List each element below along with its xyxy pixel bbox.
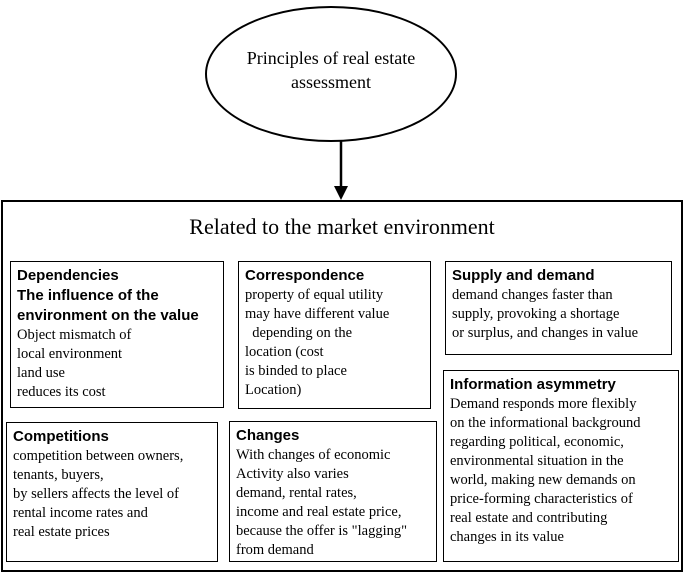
box-text: real estate and contributing: [450, 510, 608, 526]
principles-node-label: Principles of real estate assessment: [205, 46, 457, 94]
box-heading: Competitions: [13, 428, 109, 445]
supply-demand-box: Supply and demand demand changes faster …: [445, 261, 672, 355]
box-text: from demand: [236, 542, 314, 558]
changes-box: Changes With changes of economic Activit…: [229, 421, 437, 562]
box-text: property of equal utility: [245, 287, 384, 303]
section-title: Related to the market environment: [189, 214, 495, 239]
box-text: demand, rental rates,: [236, 485, 357, 501]
box-heading: The influence of the: [17, 287, 159, 304]
box-text: changes in its value: [450, 529, 564, 545]
market-environment-container: [1, 200, 683, 572]
box-text: price-forming characteristics of: [450, 491, 633, 507]
box-text: Activity also varies: [236, 466, 349, 482]
box-heading: Supply and demand: [452, 267, 595, 284]
box-heading: environment on the value: [17, 307, 199, 324]
information-asymmetry-box: Information asymmetry Demand responds mo…: [443, 370, 679, 562]
down-arrow: [334, 140, 348, 200]
box-text: on the informational background: [450, 415, 641, 431]
box-text: Object mismatch of: [17, 327, 132, 343]
box-text: or surplus, and changes in value: [452, 325, 639, 341]
box-text: depending on the: [245, 325, 353, 341]
box-text: location (cost: [245, 344, 324, 360]
box-text: land use: [17, 365, 65, 381]
box-text: regarding political, economic,: [450, 434, 624, 450]
box-text: is binded to place: [245, 363, 347, 379]
box-text: local environment: [17, 346, 123, 362]
box-text: rental income rates and: [13, 505, 148, 521]
correspondence-box: Correspondence property of equal utility…: [238, 261, 431, 409]
competitions-box: Competitions competition between owners,…: [6, 422, 218, 562]
dependencies-box: Dependencies The influence of the enviro…: [10, 261, 224, 408]
box-text: real estate prices: [13, 524, 110, 540]
box-text: income and real estate price,: [236, 504, 402, 520]
box-heading: Dependencies: [17, 267, 119, 284]
box-text: supply, provoking a shortage: [452, 306, 620, 322]
box-heading: Changes: [236, 427, 300, 444]
box-text: Location): [245, 382, 302, 398]
box-text: tenants, buyers,: [13, 467, 104, 483]
box-text: Demand responds more flexibly: [450, 396, 637, 412]
principles-label-line: Principles of real estate: [246, 48, 416, 68]
box-text: because the offer is "lagging": [236, 523, 408, 539]
box-text: may have different value: [245, 306, 390, 322]
principles-node: [205, 6, 457, 142]
box-text: by sellers affects the level of: [13, 486, 180, 502]
principles-label-line: assessment: [291, 72, 371, 92]
box-heading: Correspondence: [245, 267, 365, 284]
box-text: world, making new demands on: [450, 472, 636, 488]
box-text: competition between owners,: [13, 448, 184, 464]
box-text: environmental situation in the: [450, 453, 624, 469]
box-text: With changes of economic: [236, 447, 391, 463]
box-text: demand changes faster than: [452, 287, 613, 303]
box-text: reduces its cost: [17, 384, 106, 400]
box-heading: Information asymmetry: [450, 376, 616, 393]
